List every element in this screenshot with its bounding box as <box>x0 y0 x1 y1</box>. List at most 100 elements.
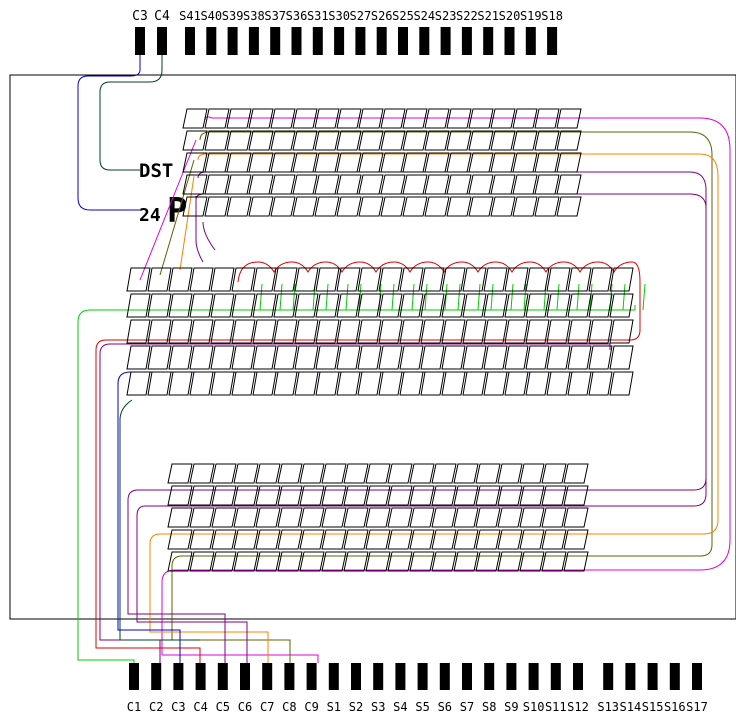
lcd-segment-cell <box>189 319 214 344</box>
lcd-segment-cell <box>336 108 362 129</box>
lcd-segment-cell <box>420 319 445 344</box>
lcd-segment-cell <box>210 267 235 292</box>
lcd-segment-cell <box>546 319 571 344</box>
top-pin-c3 <box>135 27 145 55</box>
lcd-segment-cell <box>189 345 214 370</box>
middle-green-ticks <box>259 283 646 311</box>
lcd-segment-cell <box>556 174 582 195</box>
bottom-pin-label: C8 <box>282 700 296 714</box>
top-pin-label: S36 <box>286 9 308 23</box>
green-tick <box>510 283 514 311</box>
bottom-pin-s12 <box>573 663 583 690</box>
lcd-segment-cell <box>248 152 274 173</box>
lcd-segment-cell <box>512 152 538 173</box>
trace-upper-orange <box>149 153 719 663</box>
lcd-segment-cell <box>504 371 529 396</box>
bottom-pin-s3 <box>373 663 384 690</box>
lcd-segment-cell <box>365 485 391 506</box>
top-pin-s31 <box>312 27 323 55</box>
lcd-segment-cell <box>468 108 494 129</box>
top-pin-s36 <box>291 27 302 55</box>
lcd-segment-cell <box>483 267 508 292</box>
lcd-segment-cell <box>226 196 252 217</box>
bottom-pin-label: S7 <box>460 700 474 714</box>
lcd-segment-cell <box>512 196 538 217</box>
lcd-segment-cell <box>475 507 501 528</box>
lcd-segment-cell <box>399 293 424 318</box>
lcd-segment-cell <box>541 485 567 506</box>
green-tick <box>622 283 626 311</box>
lcd-segment-cell <box>204 152 230 173</box>
lcd-segment-cell <box>399 267 424 292</box>
bottom-pin-label: S2 <box>349 700 363 714</box>
lcd-segment-cell <box>358 130 384 151</box>
trace-diag-magenta <box>139 139 197 281</box>
lcd-segment-cell <box>343 529 369 550</box>
lcd-segment-cell <box>299 507 325 528</box>
lcd-segment-cell <box>204 196 230 217</box>
lcd-segment-cell <box>446 108 472 129</box>
top-pin-s22 <box>461 27 472 55</box>
lcd-segment-cell <box>248 108 274 129</box>
lcd-segment-cell <box>441 293 466 318</box>
bottom-pin-label: C5 <box>216 700 230 714</box>
lcd-segment-cell <box>402 174 428 195</box>
lcd-segment-cell <box>126 267 151 292</box>
bottom-pin-c1 <box>129 663 139 690</box>
bottom-pin-label: S5 <box>415 700 429 714</box>
lcd-segment-cell <box>167 507 193 528</box>
lcd-segment-cell <box>462 345 487 370</box>
lower-segment-grid <box>167 463 589 572</box>
lcd-segment-cell <box>126 371 151 396</box>
lcd-segment-cell <box>609 345 634 370</box>
lcd-segment-cell <box>168 267 193 292</box>
green-tick <box>490 283 494 311</box>
lcd-segment-cell <box>483 371 508 396</box>
lcd-segment-cell <box>168 371 193 396</box>
top-pin-label: S30 <box>328 9 350 23</box>
trace-middle-red <box>95 261 641 663</box>
lcd-segment-cell <box>255 529 281 550</box>
lcd-segment-cell <box>475 463 501 484</box>
lcd-segment-cell <box>336 130 362 151</box>
lcd-segment-cell <box>233 529 259 550</box>
lcd-segment-cell <box>336 196 362 217</box>
lcd-segment-cell <box>248 130 274 151</box>
trace-top-c3 <box>77 55 141 211</box>
lcd-segment-cell <box>380 152 406 173</box>
lcd-segment-cell <box>315 371 340 396</box>
lcd-segment-cell <box>588 345 613 370</box>
bottom-pin-s1 <box>328 663 339 690</box>
bottom-pin-label: S9 <box>504 700 518 714</box>
lcd-segment-cell <box>315 293 340 318</box>
lcd-segment-cell <box>468 174 494 195</box>
bottom-pin-c6 <box>240 663 250 690</box>
lcd-segment-cell <box>380 196 406 217</box>
lcd-segment-cell <box>211 485 237 506</box>
lcd-segment-cell <box>182 130 208 151</box>
lcd-segment-cell <box>468 196 494 217</box>
lcd-segment-cell <box>147 267 172 292</box>
bottom-pin-c5 <box>217 663 228 690</box>
lcd-segment-cell <box>378 319 403 344</box>
lcd-segment-cell <box>446 196 472 217</box>
lcd-segment-cell <box>541 463 567 484</box>
lcd-segment-cell <box>189 507 215 528</box>
lcd-segment-cell <box>441 267 466 292</box>
lcd-segment-cell <box>358 174 384 195</box>
green-tick <box>444 283 448 311</box>
top-pin-label: S39 <box>222 9 244 23</box>
lcd-segment-cell <box>534 108 560 129</box>
lcd-segment-cell <box>453 463 479 484</box>
lcd-segment-cell <box>402 196 428 217</box>
lcd-segment-cell <box>252 319 277 344</box>
lcd-segment-cell <box>431 485 457 506</box>
lcd-segment-cell <box>182 174 208 195</box>
bottom-pin-label: C1 <box>127 700 141 714</box>
lcd-segment-cell <box>453 551 479 572</box>
bottom-pin-s14 <box>625 663 636 690</box>
top-pin-s19 <box>525 27 536 55</box>
green-tick <box>358 283 362 311</box>
lcd-segment-cell <box>525 371 550 396</box>
